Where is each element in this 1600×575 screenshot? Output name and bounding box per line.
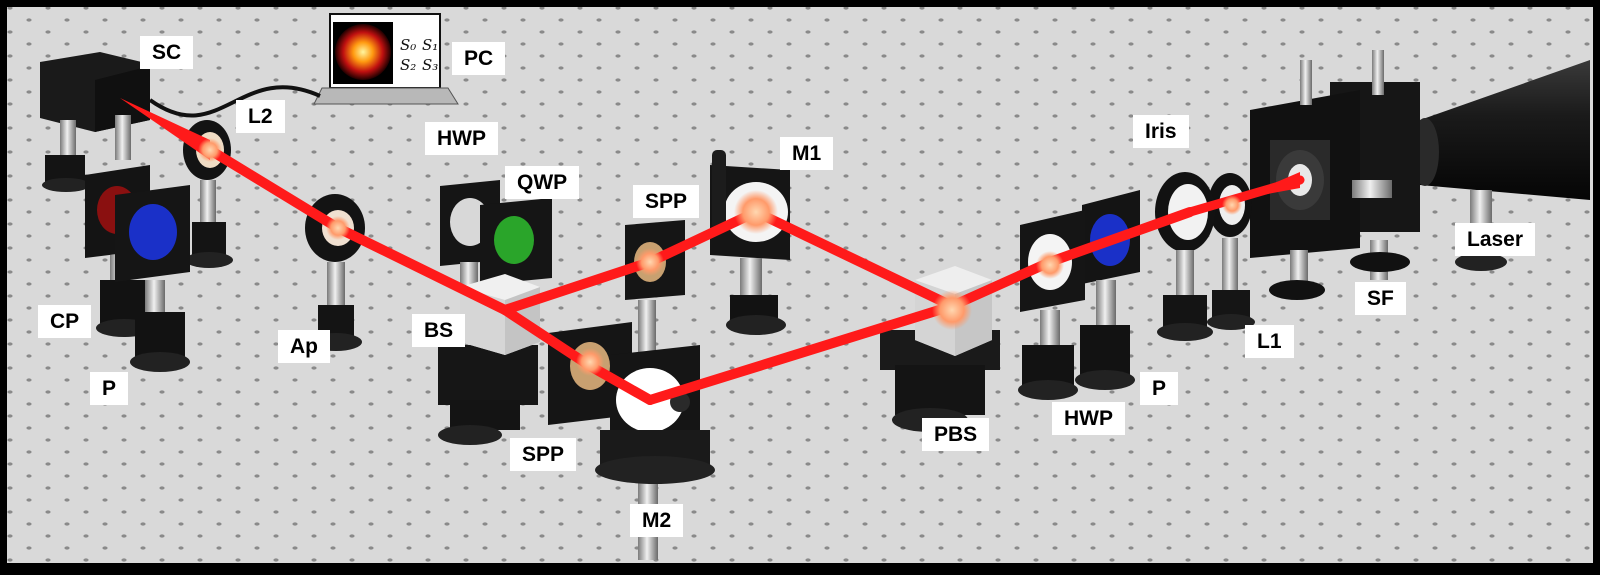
label-m2: M2 bbox=[630, 504, 684, 537]
lens-l1 bbox=[1207, 173, 1255, 330]
label-bs: BS bbox=[412, 314, 466, 347]
label-spp-top: SPP bbox=[633, 185, 700, 218]
stokes-s3: S₃ bbox=[422, 56, 438, 74]
qwp bbox=[480, 198, 552, 322]
stokes-s1: S₁ bbox=[422, 36, 438, 54]
label-hwp-right: HWP bbox=[1052, 402, 1125, 435]
label-p-right: P bbox=[1140, 372, 1179, 405]
label-pc: PC bbox=[452, 42, 506, 75]
label-hwp-left: HWP bbox=[425, 122, 498, 155]
label-qwp: QWP bbox=[505, 166, 580, 199]
label-cp: CP bbox=[38, 305, 92, 338]
label-spp-bottom: SPP bbox=[510, 438, 577, 471]
label-sc: SC bbox=[140, 36, 194, 69]
scientific-camera bbox=[40, 52, 150, 192]
beam-spots bbox=[198, 138, 1242, 376]
laser-beams bbox=[120, 98, 1305, 405]
stokes-s2: S₂ bbox=[400, 56, 416, 74]
label-m1: M1 bbox=[780, 137, 834, 170]
polarizer-left bbox=[115, 185, 190, 372]
mirror-m2 bbox=[595, 345, 715, 560]
label-ap: Ap bbox=[278, 330, 330, 363]
label-l2: L2 bbox=[236, 100, 285, 133]
label-iris: Iris bbox=[1133, 115, 1189, 148]
label-sf: SF bbox=[1355, 282, 1406, 315]
label-pbs: PBS bbox=[922, 418, 990, 451]
label-l1: L1 bbox=[1245, 325, 1294, 358]
label-p-left: P bbox=[90, 372, 129, 405]
camera-cable bbox=[148, 85, 321, 118]
label-laser: Laser bbox=[1455, 223, 1536, 256]
stokes-s0: S₀ bbox=[400, 36, 416, 54]
pc-laptop: S₀ S₁ S₂ S₃ bbox=[313, 13, 459, 105]
